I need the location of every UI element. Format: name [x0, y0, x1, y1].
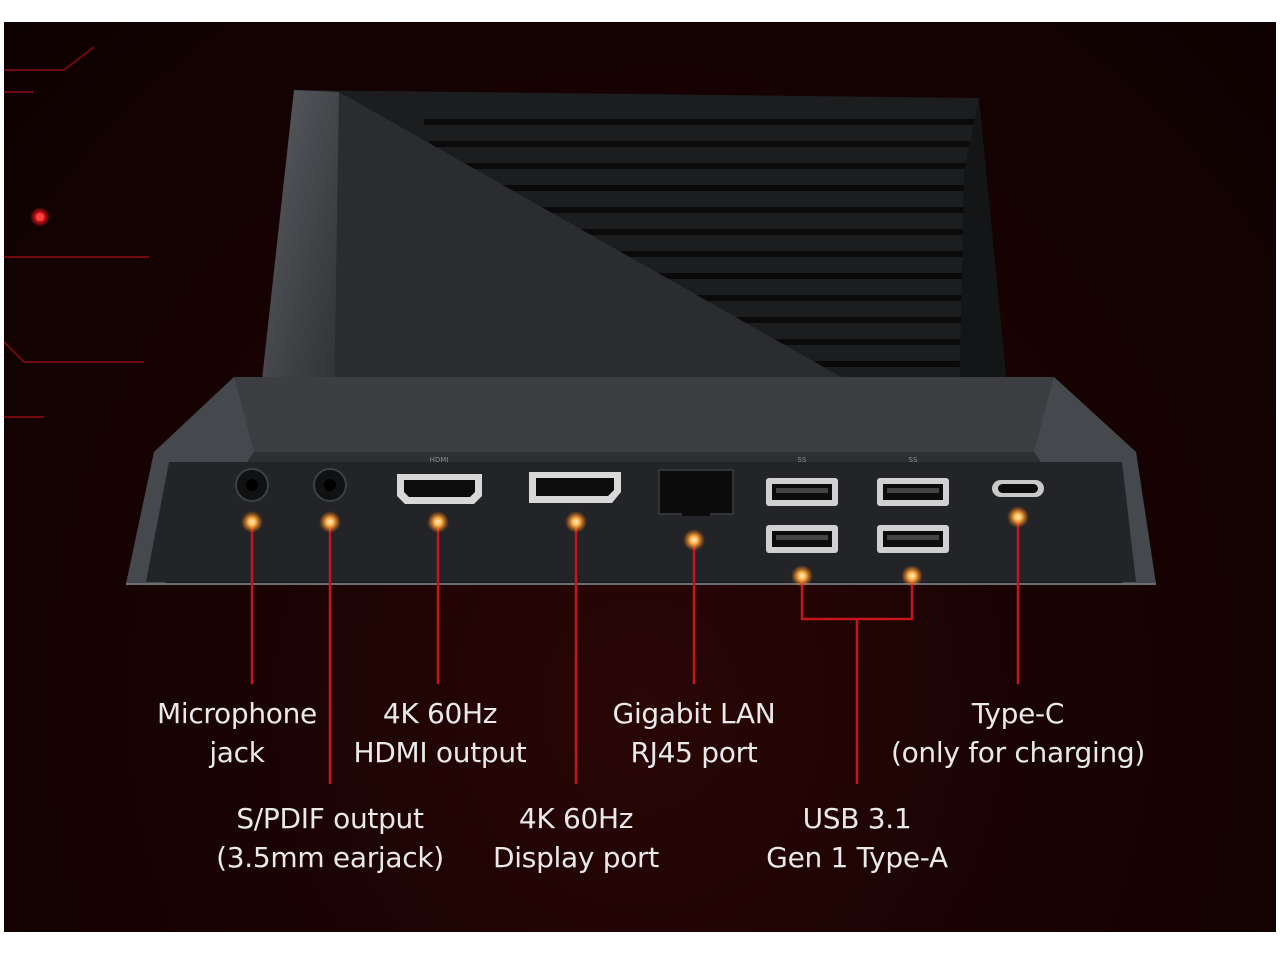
label-gigabit-lan: Gigabit LAN RJ45 port [589, 694, 799, 772]
hdmi-marking: HDMI [430, 456, 449, 464]
usb-a-port-top-left [766, 478, 838, 506]
rj45-lan-port [658, 469, 734, 516]
dock-base-top [154, 377, 1136, 452]
callout-dot-microphone [241, 511, 263, 533]
usb-a-port-bottom-left [766, 525, 838, 553]
spdif-jack-port [313, 468, 347, 502]
cradle-right-fin [959, 98, 1009, 407]
label-lan-line2: RJ45 port [630, 736, 758, 769]
label-displayport-line2: Display port [493, 841, 659, 874]
dock-illustration: HDMI SS SS [4, 46, 1156, 784]
usb-marking-left: SS [798, 456, 807, 464]
callout-dot-displayport [565, 511, 587, 533]
cradle-left-facet [259, 90, 339, 407]
label-type-c: Type-C (only for charging) [878, 694, 1158, 772]
callout-dot-hdmi [427, 511, 449, 533]
label-typec-line2: (only for charging) [890, 736, 1146, 769]
label-microphone-line2: jack [209, 736, 265, 769]
callout-dot-typec [1007, 506, 1029, 528]
label-microphone-line1: Microphone [157, 697, 317, 730]
usb-a-port-bottom-right [877, 525, 949, 553]
callout-dot-lan [683, 529, 705, 551]
hdmi-port: HDMI [397, 456, 482, 504]
microphone-jack-port [235, 468, 269, 502]
label-spdif-line1: S/PDIF output [236, 802, 424, 835]
callout-dot-spdif [319, 511, 341, 533]
callout-dots [241, 506, 1029, 587]
callout-dot-usb-right [901, 565, 923, 587]
usb-a-port-top-right [877, 478, 949, 506]
label-hdmi-output: 4K 60Hz HDMI output [334, 694, 546, 772]
label-lan-line1: Gigabit LAN [612, 697, 776, 730]
label-spdif-line2: (3.5mm earjack) [216, 841, 444, 874]
label-display-port: 4K 60Hz Display port [466, 799, 686, 877]
displayport-port [529, 472, 621, 503]
usb-type-c-port [992, 480, 1044, 497]
callout-lines [250, 517, 1020, 784]
circuit-decoration [4, 46, 149, 418]
label-usb-line2: Gen 1 Type-A [766, 841, 948, 874]
callout-dot-usb-left [791, 565, 813, 587]
label-usb-type-a: USB 3.1 Gen 1 Type-A [732, 799, 982, 877]
label-typec-line1: Type-C [971, 697, 1065, 730]
label-usb-line1: USB 3.1 [802, 802, 912, 835]
label-hdmi-line2: HDMI output [353, 736, 527, 769]
dock-port-panel [146, 462, 1136, 582]
label-spdif-output: S/PDIF output (3.5mm earjack) [200, 799, 460, 877]
diagram-canvas: HDMI SS SS [4, 22, 1276, 932]
label-displayport-line1: 4K 60Hz [518, 802, 634, 835]
usb-marking-right: SS [909, 456, 918, 464]
label-hdmi-line1: 4K 60Hz [382, 697, 498, 730]
label-microphone-jack: Microphone jack [137, 694, 337, 772]
cradle-front-facet [259, 90, 894, 407]
